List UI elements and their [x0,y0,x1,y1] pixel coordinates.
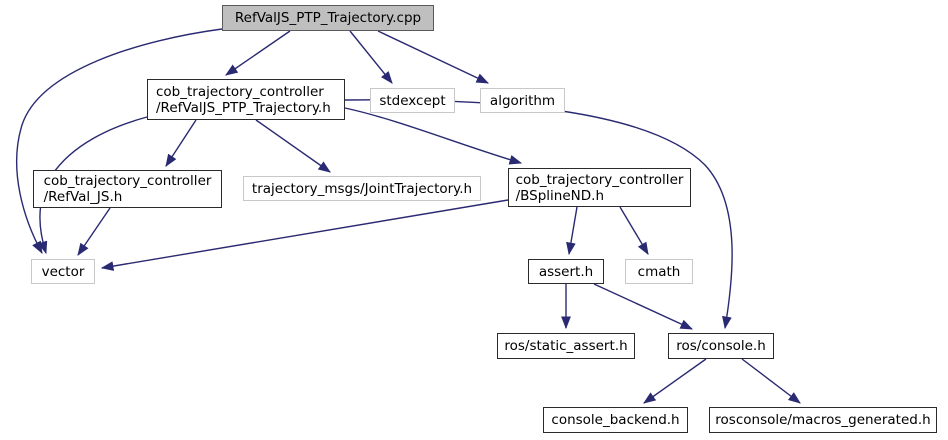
node-label-line1: vector [41,263,85,280]
edge-console-to-macros_generated [741,358,801,404]
node-label-line1: cob_trajectory_controller [43,173,212,189]
node-label-line1: console_backend.h [551,412,680,428]
node-stdexcept[interactable]: stdexcept [370,88,455,113]
edge-ptp_h-to-joint_traj [255,119,331,173]
node-label-console_backend: console_backend.h [543,412,687,428]
node-label-joint_traj: trajectory_msgs/JointTrajectory.h [244,181,480,197]
edge-root-to-stdexcept [349,30,393,84]
node-label-line1: ros/console.h [676,338,766,354]
node-label-stdexcept: stdexcept [371,93,453,109]
node-vector[interactable]: vector [31,259,95,284]
node-label-vector: vector [34,264,93,280]
node-label-line1: algorithm [489,92,556,109]
node-label-line1: ros/static_assert.h [504,338,628,354]
node-label-line1: rosconsole/macros_generated.h [715,412,931,428]
edge-bspline-to-cmath [619,206,649,255]
node-label-macros_generated: rosconsole/macros_generated.h [707,412,938,428]
node-label-static_assert: ros/static_assert.h [496,338,635,354]
node-macros_generated[interactable]: rosconsole/macros_generated.h [709,407,937,433]
node-console_backend[interactable]: console_backend.h [543,407,688,433]
node-bspline[interactable]: cob_trajectory_controller/BSplineND.h [508,168,691,207]
node-label-line1: cob_trajectory_controller [515,171,684,188]
node-algorithm[interactable]: algorithm [480,88,565,113]
node-label-line1: trajectory_msgs/JointTrajectory.h [251,180,473,197]
edge-root-to-vector [15,28,223,254]
node-root[interactable]: RefValJS_PTP_Trajectory.cpp [222,5,434,31]
node-label-algorithm: algorithm [482,93,563,109]
edge-ptp_h-to-bspline [344,107,523,165]
edge-ptp_h-to-console [344,99,733,330]
node-label-root: RefValJS_PTP_Trajectory.cpp [227,10,429,26]
edge-ptp_h-to-refval_js [165,119,197,167]
node-label-refval_js: cob_trajectory_controller/RefVal_JS.h [36,173,220,205]
edge-console-to-console_backend [643,358,707,404]
node-label-ptp_h: cob_trajectory_controller/RefValJS_PTP_T… [148,84,339,116]
edge-root-to-algorithm [377,30,490,84]
edge-root-to-ptp_h [225,30,291,76]
edges-group [15,28,801,404]
node-label-line1: stdexcept [379,92,446,109]
node-joint_traj[interactable]: trajectory_msgs/JointTrajectory.h [243,176,481,201]
node-label-line2: /RefValJS_PTP_Trajectory.h [156,99,331,116]
node-label-console: ros/console.h [668,338,774,354]
node-label-bspline: cob_trajectory_controller/BSplineND.h [508,172,692,204]
node-assert[interactable]: assert.h [528,259,604,284]
node-cmath[interactable]: cmath [625,259,693,284]
edge-bspline-to-vector [100,199,509,271]
node-label-assert: assert.h [531,264,601,280]
node-label-line1: cob_trajectory_controller [156,83,324,100]
edge-refval_js-to-vector [77,207,111,256]
node-label-line1: assert.h [538,263,594,280]
node-label-line2: /RefVal_JS.h [43,189,123,205]
node-refval_js[interactable]: cob_trajectory_controller/RefVal_JS.h [33,170,222,208]
node-label-line1: RefValJS_PTP_Trajectory.cpp [234,10,422,26]
edge-bspline-to-assert [566,206,578,256]
node-ptp_h[interactable]: cob_trajectory_controller/RefValJS_PTP_T… [147,79,345,120]
node-label-cmath: cmath [630,264,689,280]
node-console[interactable]: ros/console.h [668,333,774,359]
node-label-line2: /BSplineND.h [515,187,604,204]
edge-assert-to-console [593,283,694,330]
node-label-line1: cmath [637,263,681,280]
node-static_assert[interactable]: ros/static_assert.h [497,333,635,359]
